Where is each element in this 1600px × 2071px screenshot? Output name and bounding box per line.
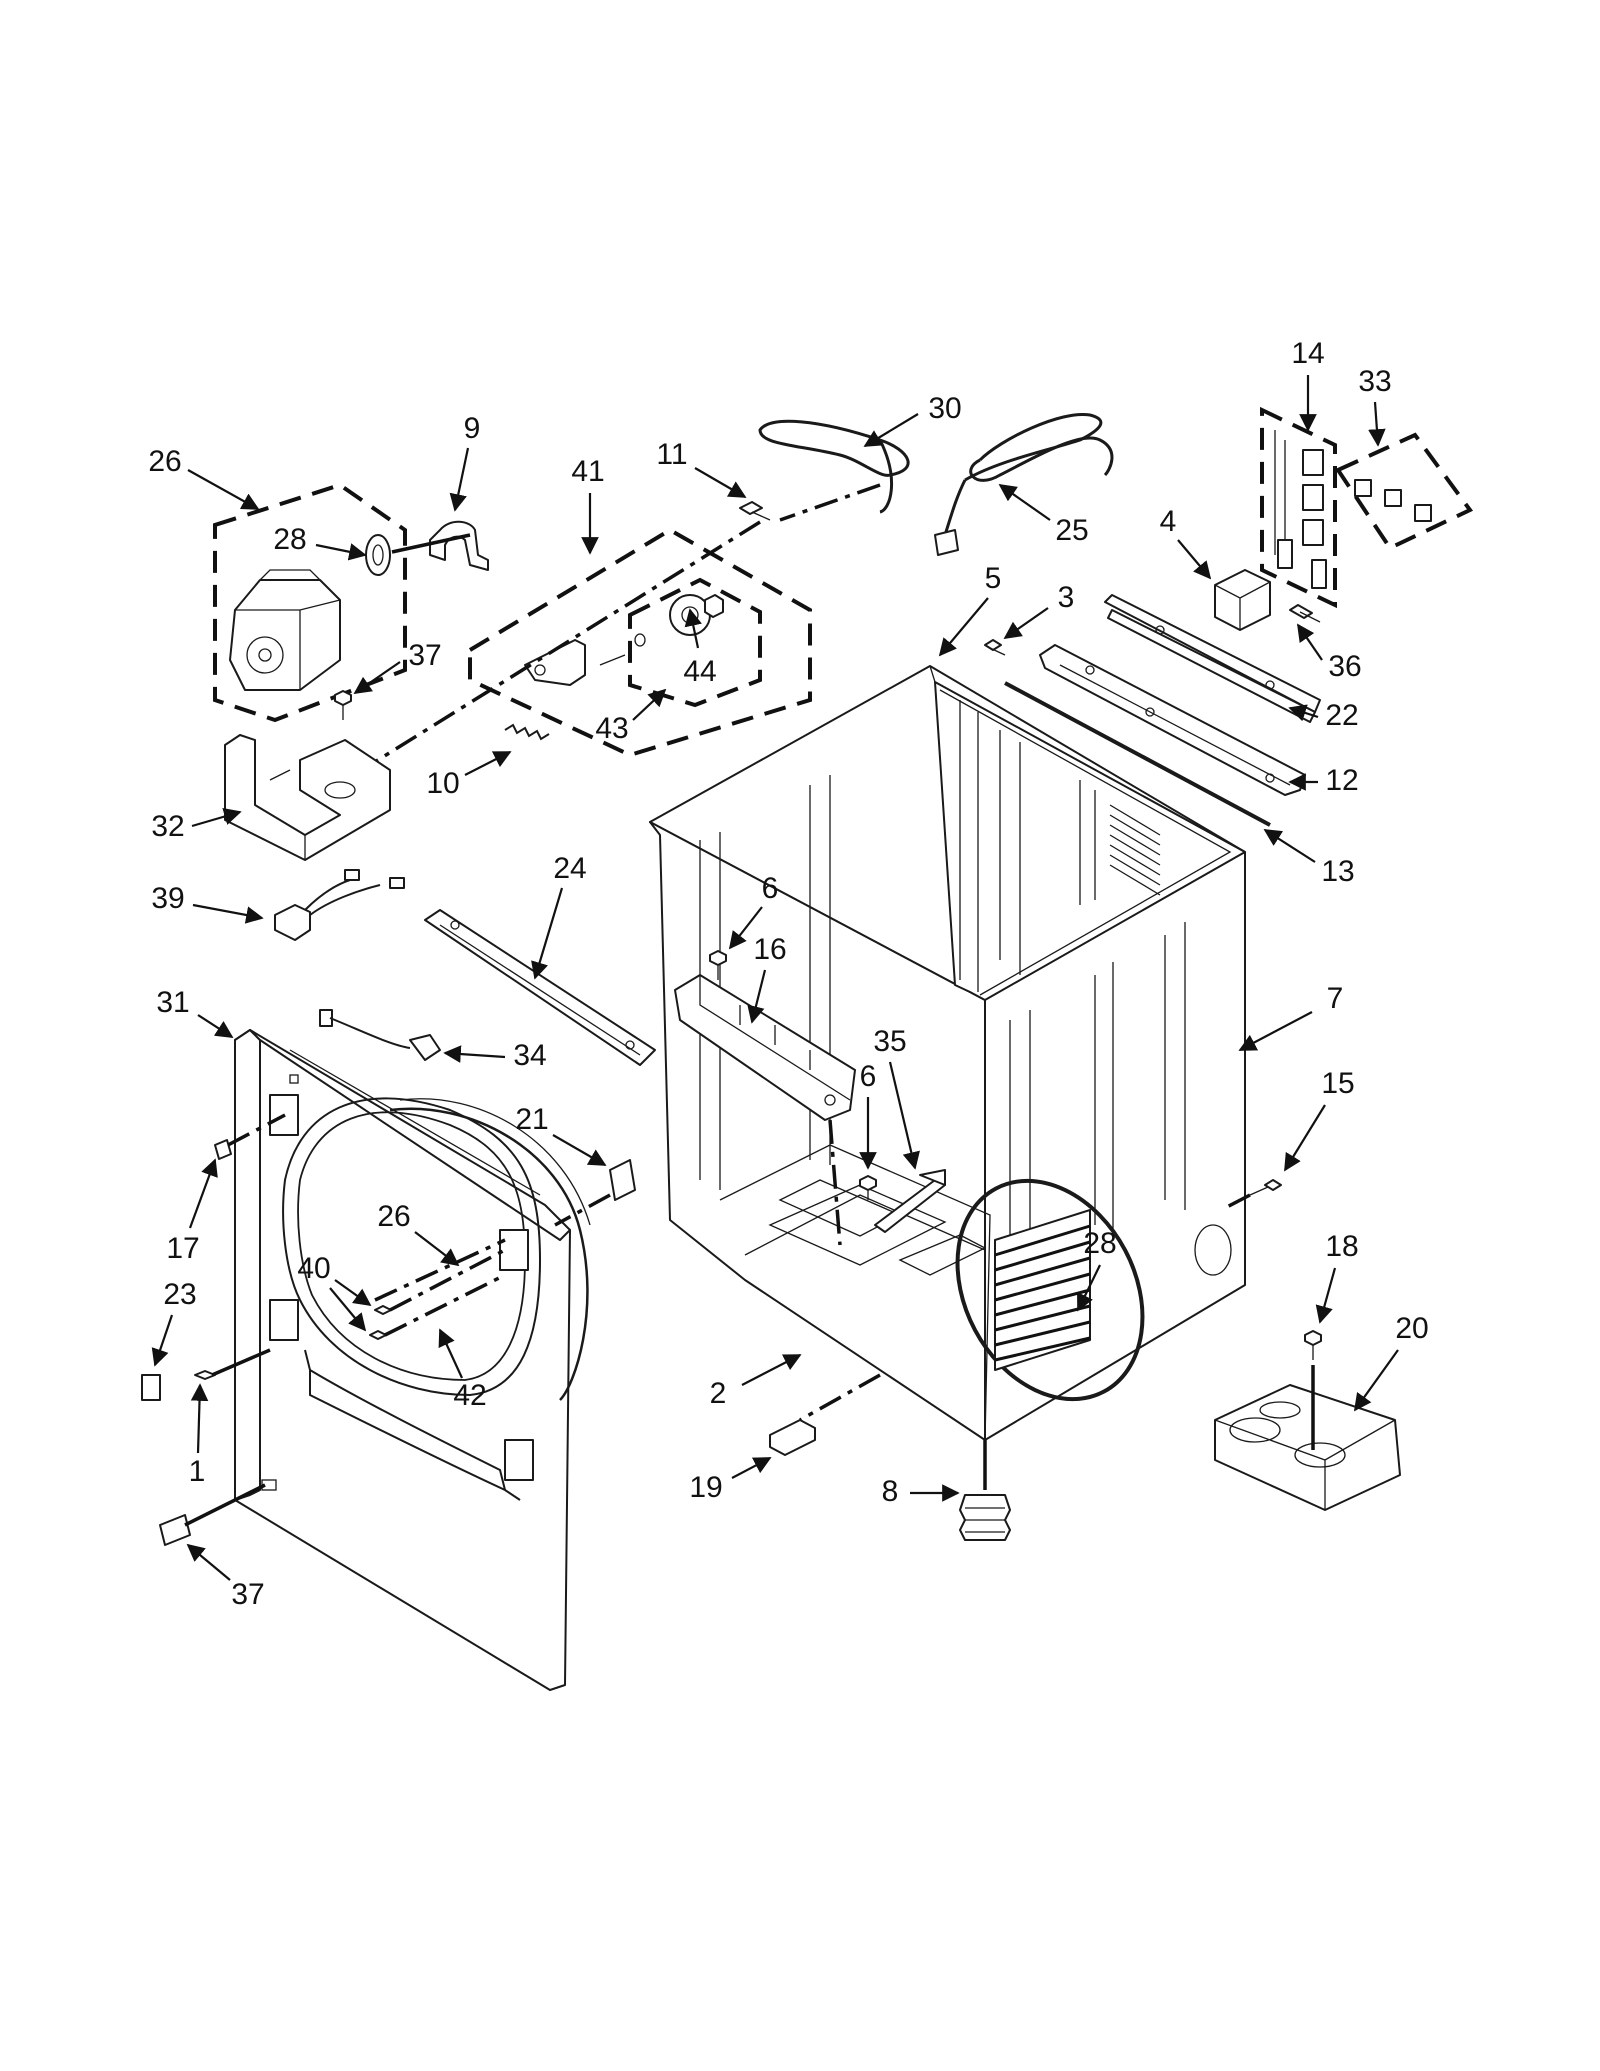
callout-43: 43 bbox=[595, 712, 628, 745]
rod-13[interactable] bbox=[1004, 681, 1271, 827]
front-panel-31[interactable] bbox=[234, 1029, 591, 1691]
callout-23: 23 bbox=[163, 1278, 196, 1311]
callout-27: 26 bbox=[148, 445, 181, 478]
screw-18[interactable] bbox=[1304, 1330, 1322, 1360]
bracket-16[interactable] bbox=[674, 974, 856, 1121]
callout-22: 22 bbox=[1325, 699, 1358, 732]
callout-8: 8 bbox=[882, 1475, 899, 1508]
harness-34[interactable] bbox=[319, 1009, 441, 1061]
callout-31: 31 bbox=[156, 986, 189, 1019]
callout-34: 34 bbox=[513, 1039, 546, 1072]
callout-9: 9 bbox=[464, 412, 481, 445]
callout-13: 13 bbox=[1321, 855, 1354, 888]
part-14-group[interactable] bbox=[1260, 406, 1337, 609]
screw-11[interactable] bbox=[739, 501, 771, 521]
callout-36: 36 bbox=[1328, 650, 1361, 683]
idler-group-42[interactable] bbox=[468, 527, 812, 758]
callout-7: 7 bbox=[1327, 982, 1344, 1015]
latch-21[interactable] bbox=[609, 1159, 636, 1201]
callout-18: 18 bbox=[1325, 1230, 1358, 1263]
callout-42: 41 bbox=[571, 455, 604, 488]
callout-3: 3 bbox=[1058, 581, 1075, 614]
bumper-26[interactable] bbox=[374, 1238, 506, 1302]
callout-20: 20 bbox=[1395, 1312, 1428, 1345]
callout-6-lower: 6 bbox=[860, 1060, 877, 1093]
callout-25: 25 bbox=[1055, 514, 1088, 547]
callout-40: 40 bbox=[297, 1252, 330, 1285]
callout-1: 1 bbox=[189, 1455, 206, 1488]
part-28-panel[interactable] bbox=[921, 1149, 1179, 1432]
clip-17[interactable] bbox=[214, 1139, 232, 1160]
label-23[interactable] bbox=[141, 1374, 161, 1401]
belt-30[interactable] bbox=[758, 419, 910, 514]
motor-mount-32[interactable] bbox=[224, 734, 391, 861]
callout-labels: 26 9 28 41 11 30 25 37 44 43 10 32 bbox=[148, 337, 1428, 1611]
callout-38: 37 bbox=[408, 639, 441, 672]
callout-15: 15 bbox=[1321, 1067, 1354, 1100]
callout-11: 11 bbox=[656, 438, 687, 471]
clip-19[interactable] bbox=[769, 1419, 816, 1456]
part-33-group[interactable] bbox=[1335, 432, 1474, 551]
callout-33: 33 bbox=[1358, 365, 1391, 398]
callout-12: 12 bbox=[1325, 764, 1358, 797]
callout-44: 44 bbox=[683, 655, 716, 688]
motor-group-27[interactable] bbox=[213, 482, 407, 723]
leveling-leg-8[interactable] bbox=[959, 1494, 1011, 1541]
callout-5: 5 bbox=[985, 562, 1002, 595]
callout-17: 17 bbox=[166, 1232, 199, 1265]
pulley-29[interactable] bbox=[365, 534, 391, 576]
screw-6-lower[interactable] bbox=[859, 1175, 877, 1200]
pedestal-20[interactable] bbox=[1214, 1384, 1401, 1511]
spring-10[interactable] bbox=[504, 723, 550, 741]
top-bracket-22[interactable] bbox=[1104, 594, 1321, 723]
callout-26: 26 bbox=[377, 1200, 410, 1233]
clip-35[interactable] bbox=[874, 1169, 946, 1233]
callout-29: 28 bbox=[273, 523, 306, 556]
callout-30: 30 bbox=[928, 392, 961, 425]
callout-19: 19 bbox=[689, 1471, 722, 1504]
callout-14: 14 bbox=[1291, 337, 1324, 370]
cabinet-part[interactable] bbox=[649, 665, 1246, 1441]
power-cord-25[interactable] bbox=[934, 412, 1114, 556]
callout-41: 42 bbox=[453, 1379, 486, 1412]
callout-24: 24 bbox=[553, 852, 586, 885]
callout-28: 28 bbox=[1083, 1227, 1116, 1260]
callout-10: 10 bbox=[426, 767, 459, 800]
screw-6-top[interactable] bbox=[709, 950, 727, 980]
vent-slots bbox=[1109, 804, 1161, 896]
callout-16: 16 bbox=[753, 933, 786, 966]
screw-15[interactable] bbox=[1249, 1179, 1282, 1196]
screw-36[interactable] bbox=[1289, 604, 1321, 623]
callout-35: 35 bbox=[873, 1025, 906, 1058]
harness-39[interactable] bbox=[274, 869, 405, 941]
bracket-4[interactable] bbox=[1214, 569, 1271, 631]
screws-40[interactable] bbox=[369, 1305, 392, 1340]
callout-4: 4 bbox=[1160, 505, 1177, 538]
callout-32: 32 bbox=[151, 810, 184, 843]
callout-2: 2 bbox=[710, 1377, 727, 1410]
callout-37: 37 bbox=[231, 1578, 264, 1611]
callout-21: 21 bbox=[515, 1103, 548, 1136]
callout-39: 39 bbox=[151, 882, 184, 915]
rail-24[interactable] bbox=[424, 909, 656, 1066]
bracket-9[interactable] bbox=[429, 520, 489, 571]
plate-37[interactable] bbox=[159, 1514, 191, 1546]
callout-6-top: 6 bbox=[762, 872, 779, 905]
screw-3[interactable] bbox=[984, 639, 1006, 656]
screw-38[interactable] bbox=[334, 690, 352, 720]
